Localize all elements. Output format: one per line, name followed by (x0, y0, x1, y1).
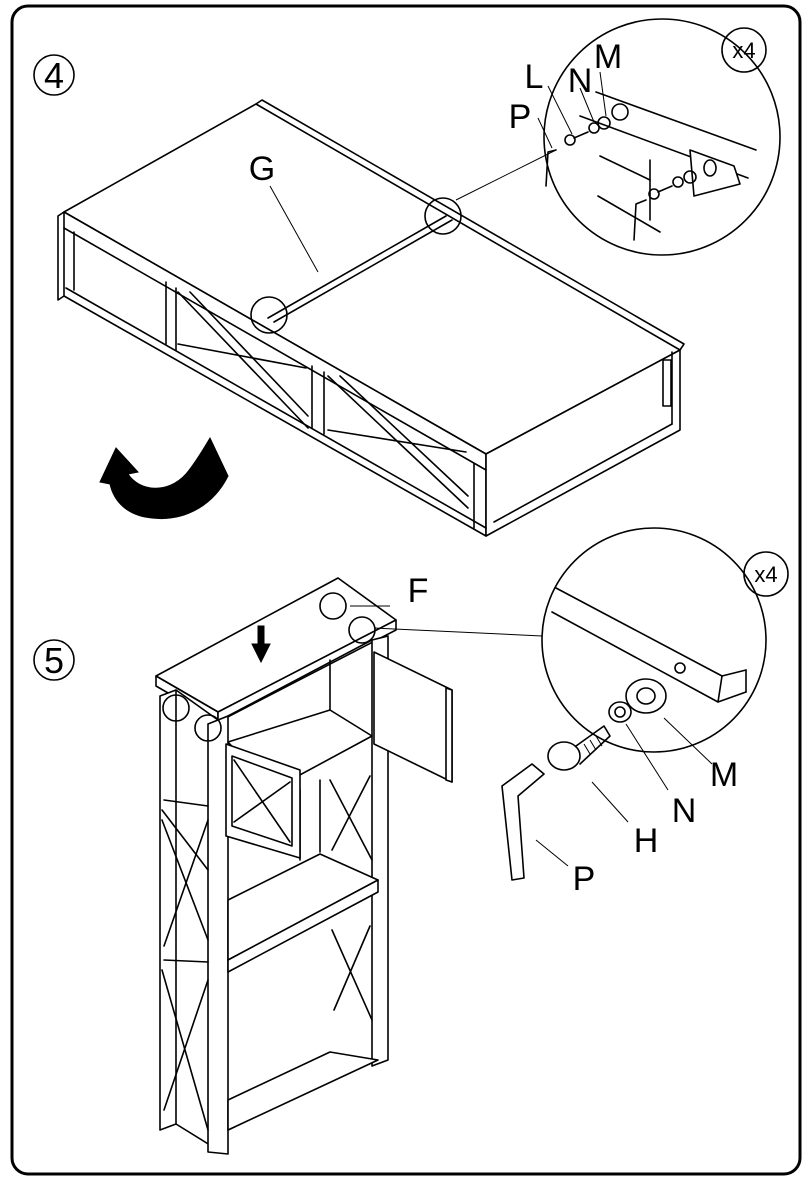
detail-callout-left-top (162, 694, 190, 722)
step-4-detail (537, 18, 781, 256)
label-h: H (634, 822, 659, 860)
detail-callout-right (424, 197, 462, 235)
label-n-step4: N (568, 62, 593, 100)
label-m-step5: M (710, 756, 738, 794)
top-panel (155, 577, 397, 723)
label-n-step5: N (672, 792, 697, 830)
step-4: 4 (33, 18, 781, 537)
label-g: G (249, 150, 275, 188)
down-arrow-icon (251, 625, 271, 664)
step-5-detail (501, 527, 789, 881)
label-p-step4: P (509, 98, 532, 136)
cabinet-lying-down (57, 99, 685, 537)
step-4-number-circle (33, 54, 75, 96)
step-4-multiplier: x4 (732, 38, 755, 63)
label-m-step4: M (594, 38, 622, 76)
page-border (10, 4, 802, 1176)
step-5-number-circle (33, 639, 75, 681)
label-f: F (408, 572, 429, 610)
detail-callout-left-top-2 (194, 714, 222, 742)
step-4-number: 4 (44, 55, 64, 96)
detail-callout-left (250, 296, 288, 334)
rotate-arrow-icon (99, 436, 229, 520)
step-5-multiplier: x4 (754, 562, 777, 587)
label-l: L (525, 58, 544, 96)
step-5-multiplier-bubble (743, 551, 789, 597)
step-5: 5 (33, 527, 789, 1155)
detail-callout-f (319, 592, 347, 620)
step-5-number: 5 (44, 640, 64, 681)
standing-cabinet (159, 635, 453, 1155)
detail-callout-corner (348, 616, 376, 644)
step-4-multiplier-bubble (721, 27, 767, 73)
label-p-step5: P (573, 860, 596, 898)
